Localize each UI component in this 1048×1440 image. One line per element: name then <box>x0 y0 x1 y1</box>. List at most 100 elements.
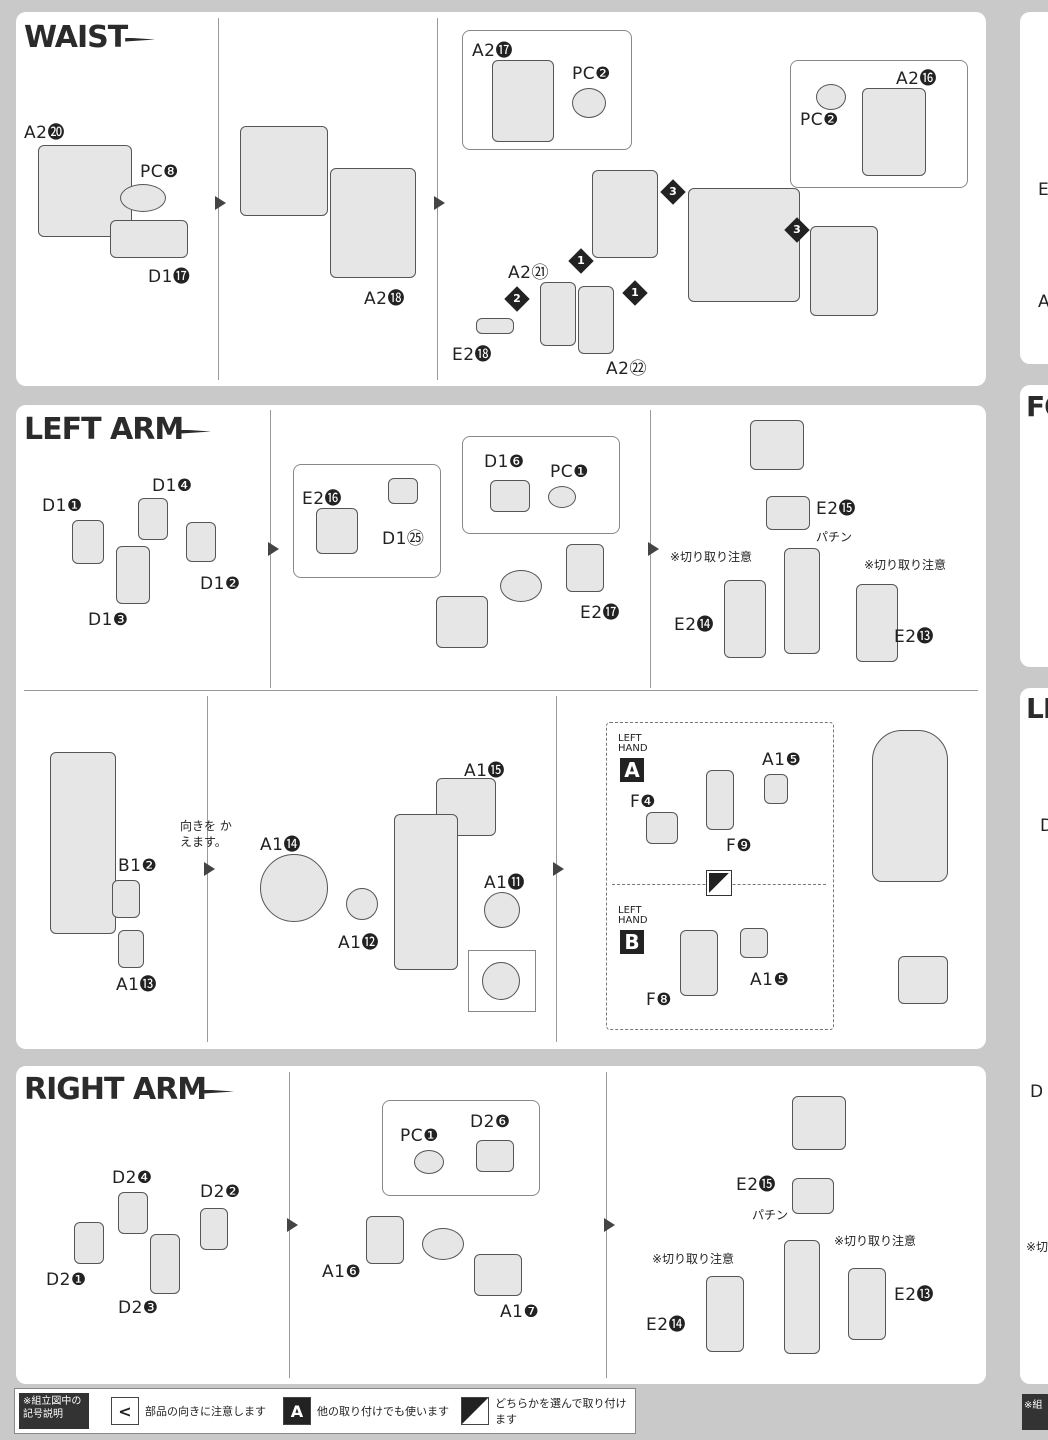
side-armor-part <box>492 60 554 142</box>
hand-a-header: LEFT HAND <box>618 733 648 754</box>
hand-frame-part <box>706 770 734 830</box>
shoulder-part <box>750 420 804 470</box>
cut-caution-note: ※切り取り注意 <box>670 550 753 564</box>
legend-item-reuse: A 他の取り付けでも使います <box>283 1393 449 1429</box>
part-label: E2⓭ <box>894 627 935 647</box>
cap-detail-part <box>482 962 520 1000</box>
left-arm-row-divider <box>24 690 978 691</box>
small-part <box>476 318 514 334</box>
joint-part <box>110 220 188 258</box>
polycap-part <box>572 88 606 118</box>
legend-text: 他の取り付けでも使います <box>317 1405 449 1418</box>
part-label: D1❹ <box>152 476 193 496</box>
shoulder-armor-part <box>436 778 496 836</box>
edge-label: A <box>1038 292 1048 312</box>
part-label: PC❷ <box>800 110 839 130</box>
step-arrow-icon <box>204 862 215 876</box>
elbow-part <box>200 1208 228 1250</box>
arm-half-part <box>706 1276 744 1352</box>
shoulder-part <box>436 596 488 648</box>
callout-box <box>462 436 620 534</box>
part-label: E2⓱ <box>580 603 621 623</box>
cap-part <box>346 888 378 920</box>
front-skirt-part <box>540 282 576 346</box>
step-arrow-icon <box>268 542 279 556</box>
arm-half-part <box>724 580 766 658</box>
hand-b-header: LEFT HAND <box>618 905 648 926</box>
next-page-panel <box>1020 688 1048 1384</box>
shoulder-armor-part <box>260 854 328 922</box>
cut-caution-note: ※切り取り注意 <box>864 558 947 572</box>
hand-armor-part <box>740 928 768 958</box>
side-armor-part <box>862 88 926 176</box>
hand-part <box>646 812 678 844</box>
part-label: D1❷ <box>200 574 241 594</box>
shoulder-part <box>474 1254 522 1296</box>
next-page-panel <box>1020 12 1048 364</box>
elbow-part <box>116 546 150 604</box>
pachin-note: パチン <box>752 1208 789 1222</box>
cut-caution-note: ※切り取り注意 <box>652 1252 735 1266</box>
part-label: E2⓮ <box>674 615 715 635</box>
part-label: PC❷ <box>572 64 611 84</box>
legend-text: どちらかを選んで取り付けます <box>495 1397 627 1426</box>
edge-note: ※切 <box>1026 1240 1048 1254</box>
step-arrow-icon <box>648 542 659 556</box>
part-label: D1㉕ <box>382 529 425 549</box>
part-label: E2⓰ <box>302 489 343 509</box>
hand-options-box <box>606 722 834 1030</box>
edge-label: D <box>1040 816 1048 836</box>
legend-title: ※組立図中の 記号説明 <box>19 1393 89 1429</box>
polycap-part <box>414 1150 444 1174</box>
right-arm-title: RIGHT ARM <box>24 1072 207 1107</box>
completed-arm-part <box>872 730 948 882</box>
waist-title: WAIST <box>24 20 128 55</box>
choose-one-icon <box>706 870 732 896</box>
part-label: F❹ <box>630 792 657 812</box>
symbol-legend: ※組立図中の 記号説明 < 部品の向きに注意します A 他の取り付けでも使います… <box>14 1388 636 1434</box>
part-label: PC❶ <box>550 462 589 482</box>
pachin-note: パチン <box>816 530 853 544</box>
callout-box <box>382 1100 540 1196</box>
shoulder-frame-part <box>566 544 604 592</box>
step-2-marker: 2 <box>504 286 530 312</box>
part-label: B1❷ <box>118 856 158 876</box>
elbow-part <box>72 520 104 564</box>
legend-text: 部品の向きに注意します <box>145 1405 266 1418</box>
arm-half-part <box>848 1268 886 1340</box>
part-label: D2❻ <box>470 1112 511 1132</box>
shoulder-part <box>316 508 358 554</box>
armor-part <box>118 930 144 968</box>
part-label: A1❼ <box>500 1302 540 1322</box>
next-page-panel <box>1020 385 1048 667</box>
edge-label: E <box>1038 180 1048 200</box>
legend-item-choose: どちらかを選んで取り付けます <box>461 1393 635 1429</box>
part-label: D1❶ <box>42 496 83 516</box>
hand-part <box>680 930 718 996</box>
part-label: D2❹ <box>112 1168 153 1188</box>
turn-note: 向きを かえます。 <box>180 819 232 849</box>
part-label: A2⓴ <box>24 123 65 143</box>
part-label: D2❷ <box>200 1182 241 1202</box>
part-label: D2❸ <box>118 1298 159 1318</box>
part-label: A1⓯ <box>464 761 505 781</box>
part-label: D1❸ <box>88 610 129 630</box>
joint-part <box>388 478 418 504</box>
step-arrow-icon <box>215 196 226 210</box>
rear-skirt-part <box>330 168 416 278</box>
hand-option-a: A <box>620 758 644 782</box>
legend-stub: ※組 <box>1022 1394 1048 1430</box>
shoulder-part <box>792 1096 846 1150</box>
part-label: D2❶ <box>46 1270 87 1290</box>
part-label: E2⓯ <box>816 499 857 519</box>
step-arrow-icon <box>604 1218 615 1232</box>
upper-arm-part <box>784 1240 820 1354</box>
shoulder-frame-part <box>366 1216 404 1264</box>
part-label: A1⓫ <box>484 873 525 893</box>
armor-part <box>112 880 140 918</box>
part-label: PC❽ <box>140 162 179 182</box>
upper-arm-part <box>784 548 820 654</box>
polycap-part <box>548 486 576 508</box>
part-label: E2⓯ <box>736 1175 777 1195</box>
joint-part <box>500 570 542 602</box>
